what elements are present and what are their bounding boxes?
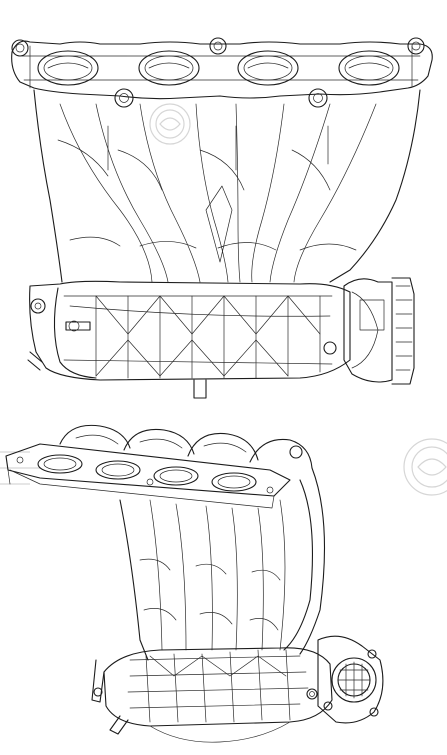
top-view	[11, 37, 433, 399]
iso-throttle-body	[306, 635, 384, 724]
port-3	[237, 50, 299, 86]
watermark-logo-left	[0, 451, 40, 485]
watermark-logo-right	[403, 438, 447, 496]
cylinder-head-flange	[11, 40, 433, 100]
iso-runner-bodies	[119, 467, 326, 661]
port-4	[338, 50, 400, 86]
plenum-chamber	[27, 280, 351, 399]
watermark-logo-top	[149, 103, 191, 145]
intake-runners	[33, 89, 421, 283]
port-1	[37, 50, 99, 86]
iso-flange	[5, 443, 291, 509]
flange-bolt-holes	[11, 37, 425, 108]
port-2	[138, 50, 200, 86]
isometric-view	[5, 424, 384, 743]
iso-plenum	[91, 647, 333, 743]
throttle-body-top	[323, 277, 415, 385]
intake-ports	[37, 50, 400, 86]
iso-runner-tops	[59, 424, 313, 469]
